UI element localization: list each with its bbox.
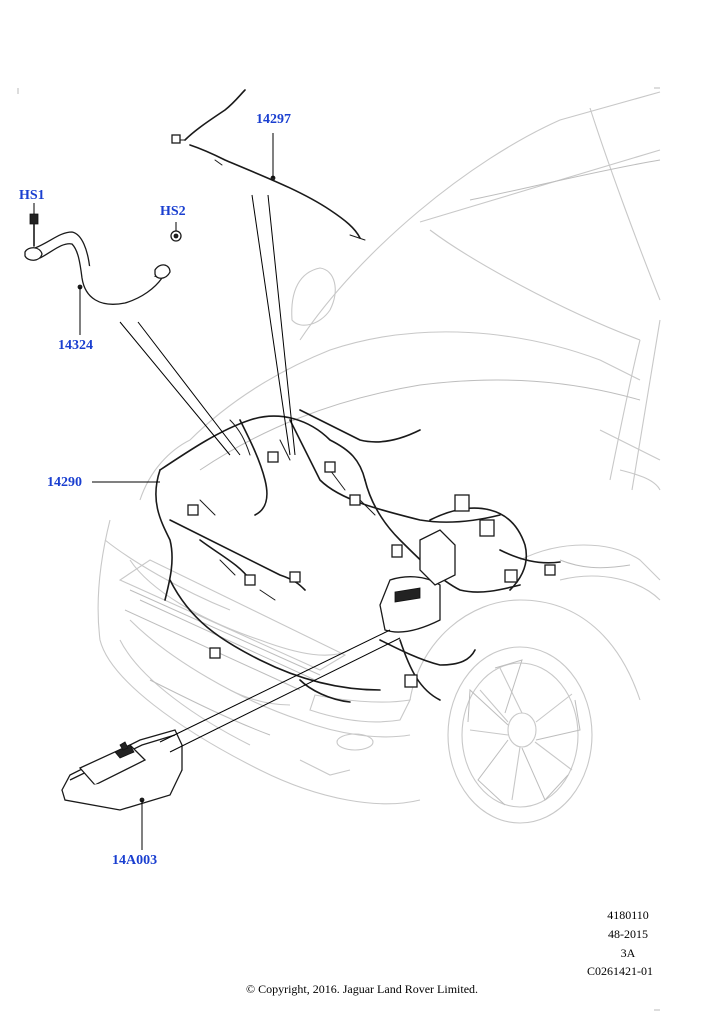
leader-lines: [33, 133, 401, 850]
copyright-notice: © Copyright, 2016. Jaguar Land Rover Lim…: [245, 982, 479, 996]
callout-hs2[interactable]: HS2: [160, 204, 186, 219]
callout-14290[interactable]: 14290: [47, 475, 82, 490]
callout-14a003[interactable]: 14A003: [112, 853, 158, 868]
callout-14297[interactable]: 14297: [256, 112, 291, 127]
reference-illustration-id: C0261421-01: [587, 964, 653, 978]
reference-number: 4180110: [607, 908, 649, 922]
battery-cable-14324: [24, 213, 182, 305]
engine-harness: [155, 409, 561, 703]
reference-revision: 3A: [620, 946, 636, 960]
vehicle-body-outline: [97, 91, 661, 824]
reference-date: 48-2015: [608, 927, 648, 941]
harness-14297: [171, 89, 366, 241]
callout-14324[interactable]: 14324: [58, 338, 93, 353]
cover-14a003: [61, 729, 183, 811]
corner-mark: [17, 87, 660, 1011]
callout-hs1[interactable]: HS1: [19, 188, 45, 203]
